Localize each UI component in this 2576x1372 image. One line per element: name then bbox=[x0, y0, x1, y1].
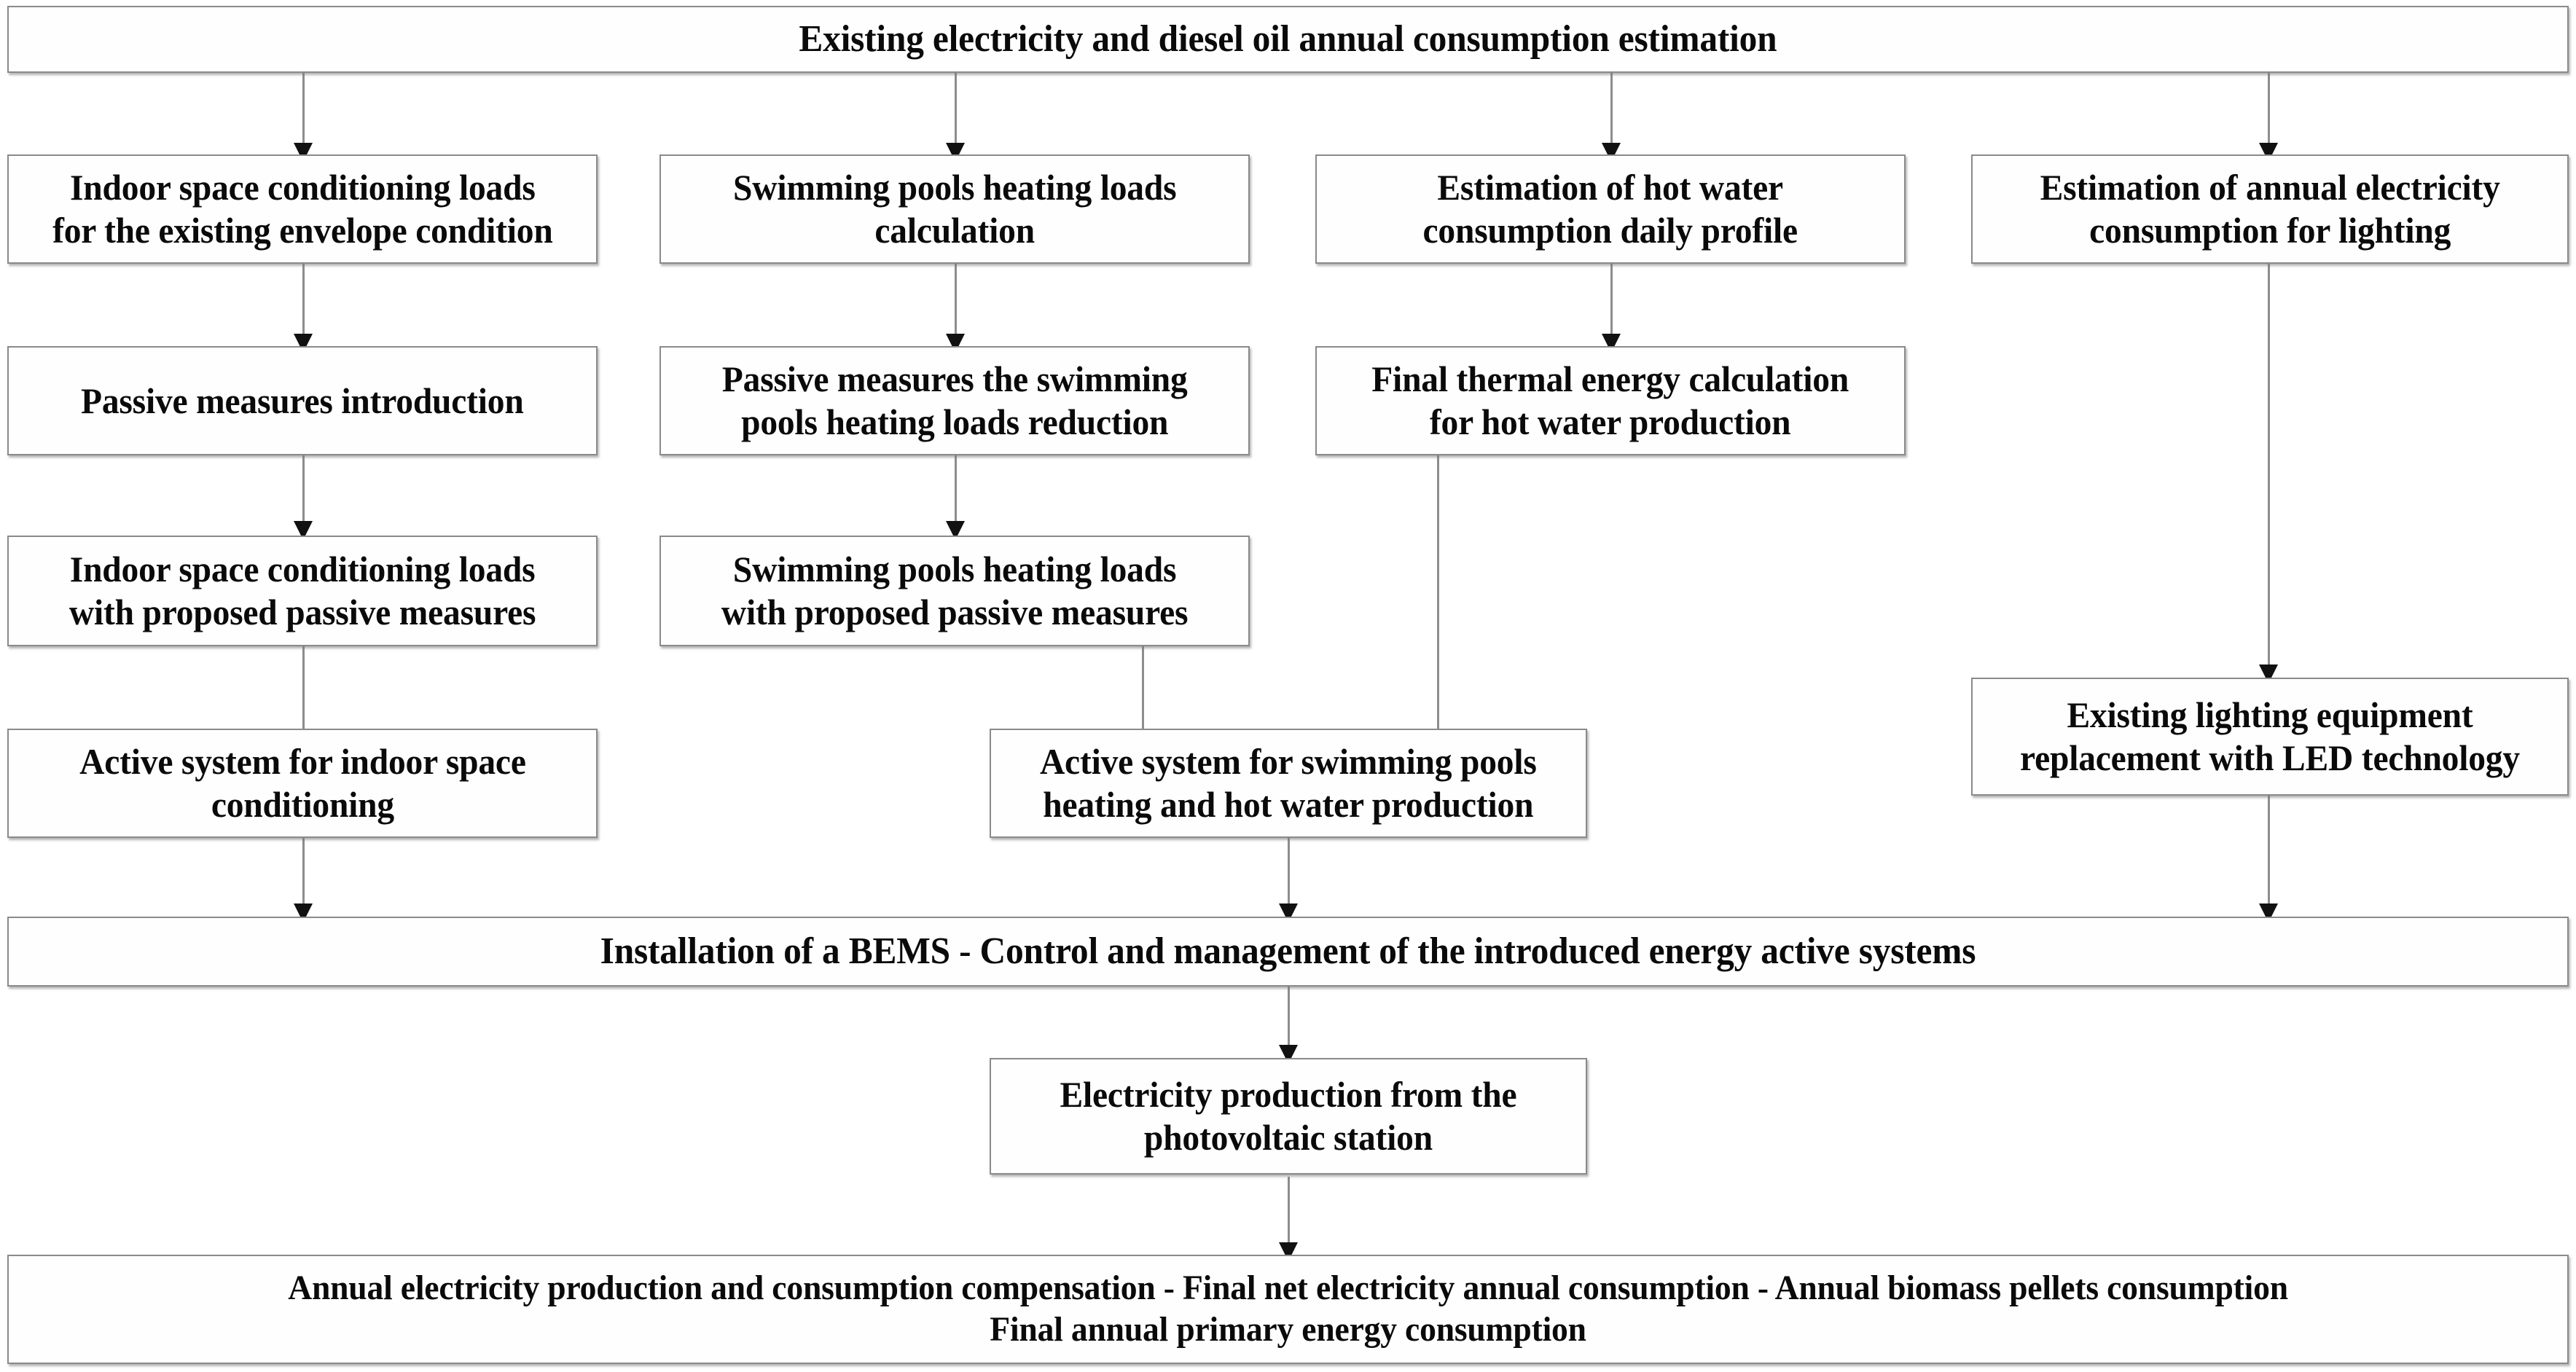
node-label: Swimming pools heating loads with propos… bbox=[721, 549, 1189, 632]
node-active-system-pools-hot-water[interactable]: Active system for swimming pools heating… bbox=[990, 729, 1587, 838]
connector-n0-n1 bbox=[302, 71, 305, 156]
node-label: Existing lighting equipment replacement … bbox=[2020, 694, 2520, 778]
node-label: Estimation of annual electricity consump… bbox=[2040, 167, 2500, 251]
node-indoor-loads-with-passive-measures[interactable]: Indoor space conditioning loads with pro… bbox=[7, 536, 598, 646]
connector-n0-n2 bbox=[955, 71, 957, 156]
node-label: Passive measures the swimming pools heat… bbox=[721, 358, 1188, 442]
connector-n1-n5 bbox=[302, 262, 305, 348]
node-passive-measures-introduction[interactable]: Passive measures introduction bbox=[7, 346, 598, 455]
node-annual-electricity-consumption-lighting[interactable]: Estimation of annual electricity consump… bbox=[1971, 154, 2569, 264]
node-label: Annual electricity production and consum… bbox=[288, 1269, 2288, 1349]
node-label: Electricity production from the photovol… bbox=[1060, 1074, 1517, 1158]
connector-n6-n9 bbox=[955, 454, 957, 536]
connector-n14-n15 bbox=[1288, 1177, 1290, 1255]
connector-n9-n11 bbox=[1142, 645, 1144, 743]
node-bems-installation[interactable]: Installation of a BEMS - Control and man… bbox=[7, 917, 2569, 987]
node-active-system-indoor-space-conditioning[interactable]: Active system for indoor space condition… bbox=[7, 729, 598, 838]
node-label: Installation of a BEMS - Control and man… bbox=[600, 930, 1976, 973]
node-label: Existing electricity and diesel oil annu… bbox=[799, 18, 1777, 60]
node-label: Active system for swimming pools heating… bbox=[1040, 741, 1537, 825]
connector-n8-n10 bbox=[302, 645, 305, 743]
node-hot-water-consumption-daily-profile[interactable]: Estimation of hot water consumption dail… bbox=[1315, 154, 1906, 264]
connector-n5-n8 bbox=[302, 454, 305, 536]
connector-n0-n4 bbox=[2268, 71, 2270, 156]
node-swimming-pools-heating-loads-calculation[interactable]: Swimming pools heating loads calculation bbox=[659, 154, 1250, 264]
node-pv-electricity-production[interactable]: Electricity production from the photovol… bbox=[990, 1058, 1587, 1175]
node-passive-measures-pools-reduction[interactable]: Passive measures the swimming pools heat… bbox=[659, 346, 1250, 455]
node-label: Indoor space conditioning loads for the … bbox=[52, 167, 553, 251]
node-label: Estimation of hot water consumption dail… bbox=[1422, 167, 1798, 251]
connector-n7-n11 bbox=[1437, 454, 1439, 743]
connector-n13-n14 bbox=[1288, 985, 1290, 1058]
connector-n0-n3 bbox=[1610, 71, 1613, 156]
node-label: Passive measures introduction bbox=[81, 380, 524, 421]
node-lighting-replacement-led[interactable]: Existing lighting equipment replacement … bbox=[1971, 678, 2569, 796]
node-existing-consumption-estimation[interactable]: Existing electricity and diesel oil annu… bbox=[7, 6, 2569, 73]
node-label: Indoor space conditioning loads with pro… bbox=[68, 549, 536, 632]
connector-n3-n7 bbox=[1610, 262, 1613, 348]
node-label: Active system for indoor space condition… bbox=[79, 741, 526, 825]
node-indoor-space-conditioning-loads-existing[interactable]: Indoor space conditioning loads for the … bbox=[7, 154, 598, 264]
connector-n2-n6 bbox=[955, 262, 957, 348]
connector-n11-n13 bbox=[1288, 836, 1290, 917]
node-final-thermal-energy-hot-water[interactable]: Final thermal energy calculation for hot… bbox=[1315, 346, 1906, 455]
connector-n12-n13 bbox=[2268, 794, 2270, 917]
node-label: Final thermal energy calculation for hot… bbox=[1371, 358, 1849, 442]
connector-n10-n13 bbox=[302, 836, 305, 917]
node-label: Swimming pools heating loads calculation bbox=[732, 167, 1177, 251]
node-final-annual-energy-summary[interactable]: Annual electricity production and consum… bbox=[7, 1255, 2569, 1364]
connector-n4-n12 bbox=[2268, 262, 2270, 679]
node-pool-loads-with-passive-measures[interactable]: Swimming pools heating loads with propos… bbox=[659, 536, 1250, 646]
